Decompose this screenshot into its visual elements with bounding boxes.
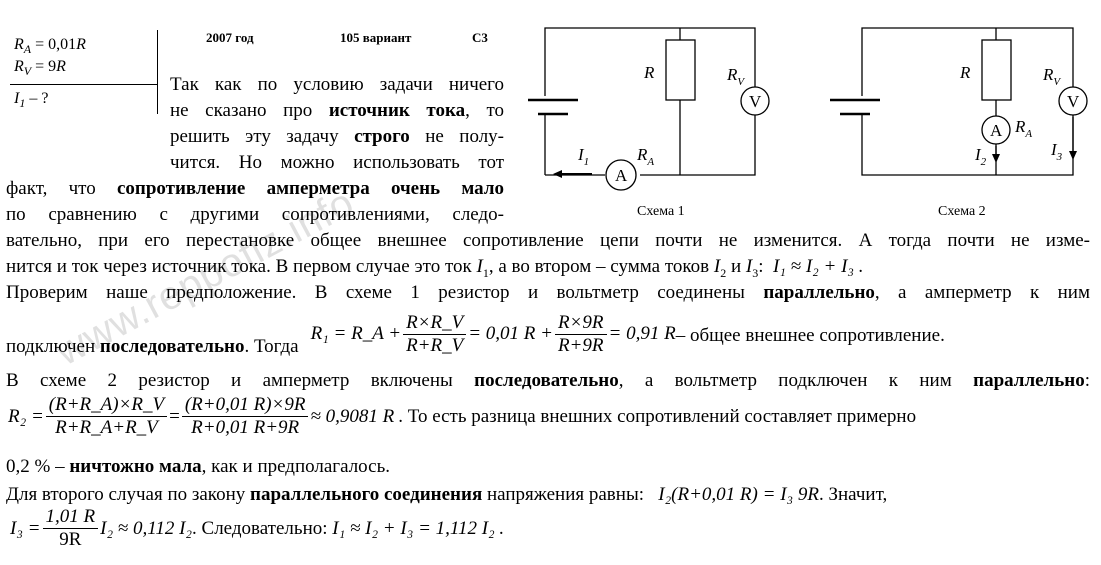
text-line-14: Для второго случая по закону параллельно… (6, 484, 888, 505)
s2-voltmeter: V (1067, 92, 1080, 111)
header-variant: 105 вариант (340, 30, 412, 45)
s2-i3-label: I3 (1050, 140, 1063, 163)
s1-rv-label: RV (726, 65, 745, 88)
given-vline (157, 30, 158, 114)
text-line-9: Проверим наше предположение. В схеме 1 р… (6, 282, 1090, 303)
text-line-2: не сказано про источник тока, то (170, 100, 505, 121)
s1-ra-label: RA (636, 145, 654, 168)
text-line-8: нится и ток через источник тока. В перво… (6, 256, 864, 280)
text-line-6: по сравнению с другими сопротивлениями, … (6, 204, 504, 225)
text-line-7: вательно, при его перестановке общее вне… (6, 230, 1090, 251)
text-line-5: факт, что сопротивление амперметра очень… (6, 178, 504, 199)
s2-ra-label: RA (1014, 117, 1032, 140)
scheme-2-caption: Схема 2 (938, 204, 986, 219)
text-line-11: В схеме 2 резистор и амперметр включены … (6, 370, 1090, 391)
s1-r-label: R (643, 63, 655, 82)
scheme-1-caption: Схема 1 (637, 204, 685, 219)
text-line-13: 0,2 % – ничтожно мала, как и предполагал… (6, 456, 390, 477)
circuit-diagrams: R RV V A RA I1 Схема 1 R RV V A RA I2 I3… (528, 27, 1088, 219)
s2-ammeter: A (990, 121, 1003, 140)
given-ra: RA = 0,01R (14, 36, 86, 57)
s2-rv-label: RV (1042, 65, 1061, 88)
header-task: С3 (472, 30, 488, 45)
given-divider (10, 84, 158, 85)
s1-i1-label: I1 (577, 145, 589, 168)
given-find: I1 – ? (14, 90, 49, 111)
s1-ammeter: A (615, 166, 628, 185)
s1-voltmeter: V (749, 92, 762, 111)
s2-i2-label: I2 (974, 145, 987, 168)
text-line-3: решить эту задачу строго не полу- (170, 126, 504, 147)
header-year: 2007 год (206, 30, 254, 45)
s2-r-label: R (959, 63, 971, 82)
text-line-4: чится. Но можно использовать тот (170, 152, 504, 173)
given-rv: RV = 9R (14, 58, 66, 79)
text-line-1: Так как по условию задачи ничего (170, 74, 504, 95)
text-line-10: подключен последовательно. Тогда R₁ = R_… (6, 311, 945, 358)
